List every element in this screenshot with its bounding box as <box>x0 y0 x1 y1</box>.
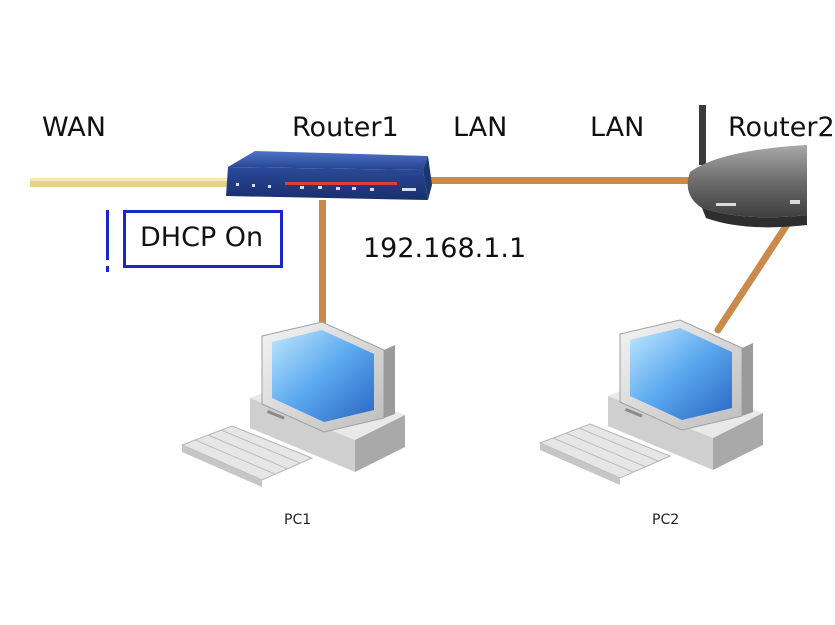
lan-label-right: LAN <box>590 112 645 143</box>
router2-label: Router2 <box>728 112 835 143</box>
router1-label: Router1 <box>292 112 399 143</box>
pc1-cable <box>319 200 326 328</box>
desktop-computer-icon <box>538 319 763 485</box>
router1-ip-address: 192.168.1.1 <box>363 233 527 264</box>
lan-cable <box>420 177 700 184</box>
dhcp-callout-box <box>123 210 283 268</box>
wireless-router-icon <box>687 105 807 228</box>
wan-label: WAN <box>42 112 106 143</box>
network-diagram: DHCP On WAN Router1 LAN LAN Router2 192.… <box>30 105 835 528</box>
desktop-computer-icon <box>180 321 405 487</box>
dhcp-marker-line <box>106 210 109 260</box>
pc1-label: PC1 <box>284 512 312 528</box>
wan-cable <box>30 178 230 187</box>
dhcp-label: DHCP On <box>140 222 264 253</box>
dhcp-marker-dot <box>106 266 109 272</box>
lan-label-left: LAN <box>453 112 508 143</box>
pc2-label: PC2 <box>652 512 680 528</box>
router-icon <box>226 151 432 200</box>
pc2-cable <box>714 216 794 334</box>
diagram-graphics <box>30 105 807 487</box>
